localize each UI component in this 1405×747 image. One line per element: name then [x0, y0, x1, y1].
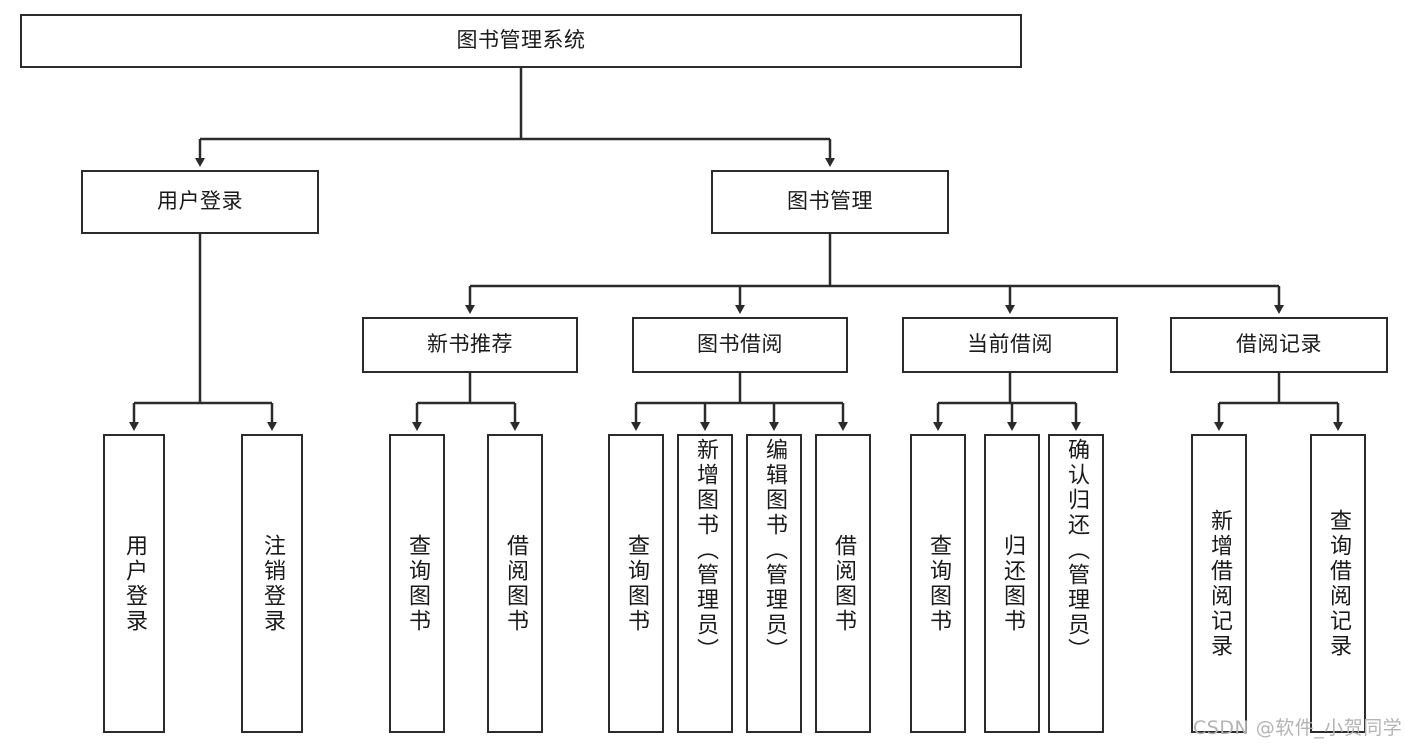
node-leaf-query-record: 查询借阅记录: [1310, 434, 1366, 733]
node-current-borrow: 当前借阅: [902, 317, 1118, 373]
node-label: 用户登录: [157, 189, 243, 214]
node-label: 借阅图书: [831, 533, 856, 634]
node-leaf-add-record: 新增借阅记录: [1191, 434, 1247, 733]
node-label: 归还图书: [1000, 533, 1025, 634]
node-label: 新增借阅记录: [1207, 508, 1232, 659]
node-leaf-logout: 注销登录: [241, 434, 303, 733]
node-leaf-query-book-1: 查询图书: [389, 434, 445, 733]
node-leaf-add-book: 新增图书（管理员）: [677, 434, 733, 733]
connector-lines: [129, 68, 1343, 431]
node-label: 查询图书: [624, 533, 649, 634]
node-label: 查询图书: [926, 533, 951, 634]
node-user-login: 用户登录: [81, 170, 319, 234]
node-leaf-user-login: 用户登录: [103, 434, 165, 733]
node-label: 注销登录: [260, 533, 285, 634]
node-leaf-borrow-book-2: 借阅图书: [815, 434, 871, 733]
node-new-book-rec: 新书推荐: [362, 317, 578, 373]
node-label: 借阅记录: [1236, 332, 1322, 357]
node-label: 查询图书: [405, 533, 430, 634]
node-label: 用户登录: [122, 533, 147, 634]
node-leaf-query-book-2: 查询图书: [608, 434, 664, 733]
node-label: 当前借阅: [967, 332, 1053, 357]
node-book-manage: 图书管理: [711, 170, 949, 234]
node-label: 借阅图书: [503, 533, 528, 634]
node-borrow-record: 借阅记录: [1170, 317, 1388, 373]
node-book-borrow: 图书借阅: [632, 317, 848, 373]
node-leaf-query-book-3: 查询图书: [910, 434, 966, 733]
node-label: 新增图书（管理员）: [693, 438, 718, 663]
node-label: 编辑图书（管理员）: [762, 438, 787, 663]
node-label: 确认归还（管理员）: [1064, 438, 1089, 663]
node-leaf-return-book: 归还图书: [984, 434, 1040, 733]
node-label: 查询借阅记录: [1326, 508, 1351, 659]
node-label: 新书推荐: [427, 332, 513, 357]
node-leaf-edit-book: 编辑图书（管理员）: [746, 434, 802, 733]
node-root: 图书管理系统: [20, 14, 1022, 68]
node-label: 图书管理系统: [456, 28, 586, 53]
node-leaf-borrow-book-1: 借阅图书: [487, 434, 543, 733]
node-label: 图书管理: [787, 189, 873, 214]
node-label: 图书借阅: [697, 332, 783, 357]
node-leaf-confirm-return: 确认归还（管理员）: [1048, 434, 1104, 733]
